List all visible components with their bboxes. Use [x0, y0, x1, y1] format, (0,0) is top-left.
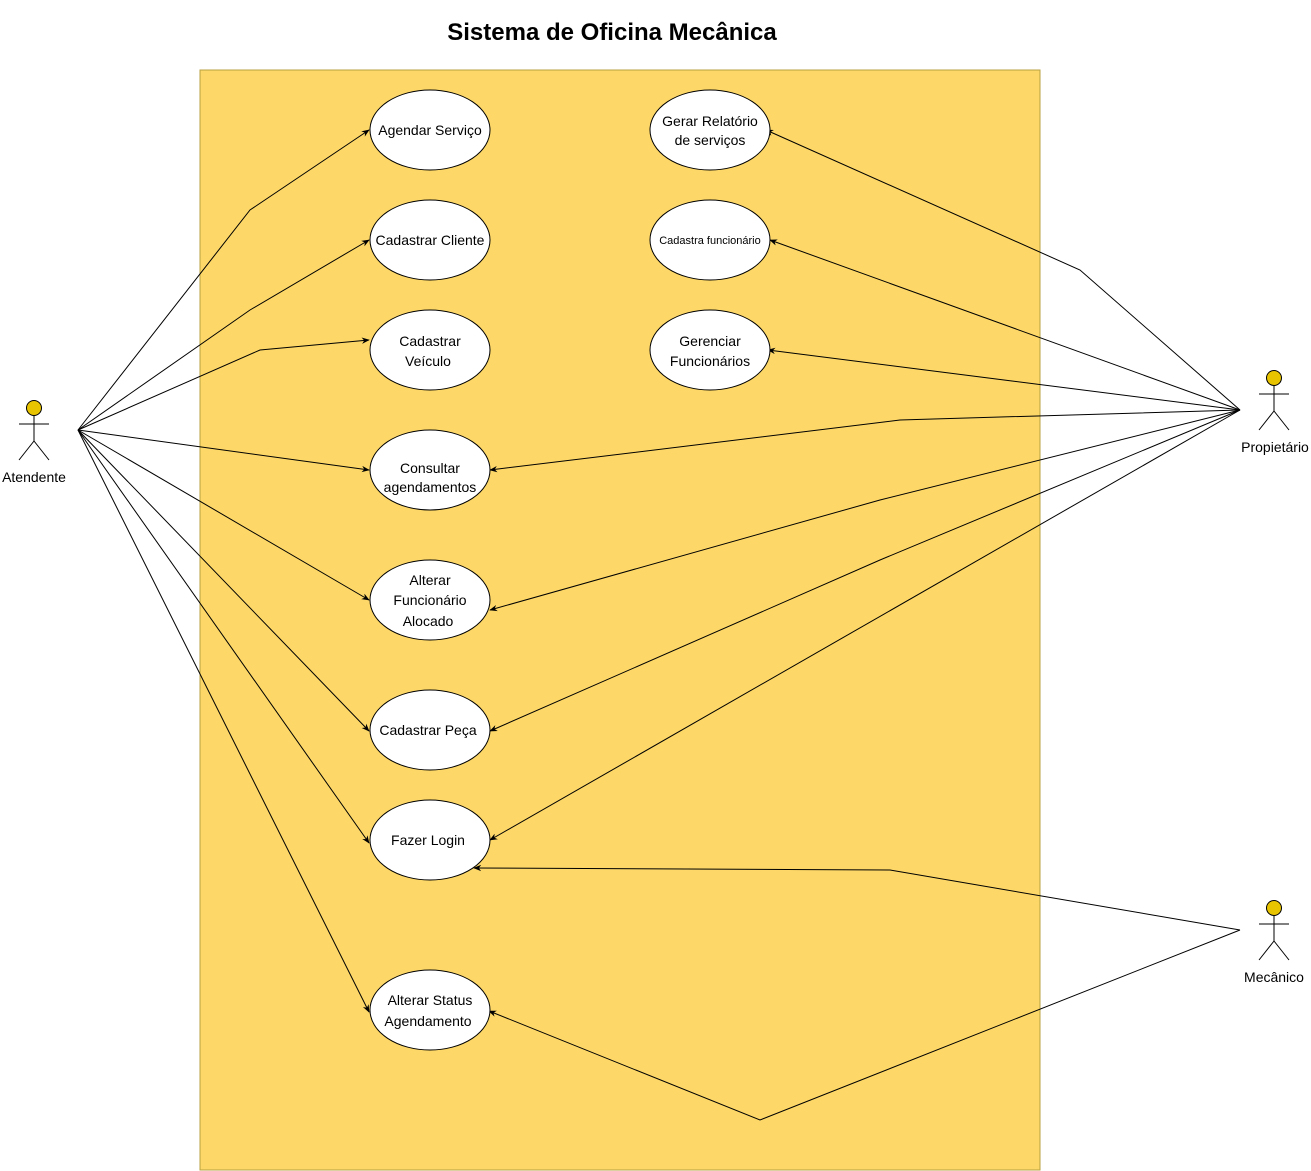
use-case-label: Agendar Serviço [378, 122, 482, 138]
edge-proprietario-cadastrar-peca [489, 409, 1241, 732]
edge-proprietario-gerar-relatorio [765, 129, 1241, 411]
actor-atendente[interactable]: Atendente [2, 400, 66, 486]
use-case-cadastra-funcionario[interactable]: Cadastra funcionário [649, 199, 771, 281]
use-case-label: Funcionário [393, 592, 466, 608]
use-case-label: Cadastrar [399, 333, 461, 349]
edge-atendente-cadastrar-veiculo [77, 337, 370, 431]
use-case-label: Gerenciar [679, 333, 741, 349]
use-case-cadastrar-peca[interactable]: Cadastrar Peça [369, 689, 491, 771]
use-case-label: Alocado [403, 613, 454, 629]
use-case-label: Funcionários [670, 353, 750, 369]
edge-atendente-agendar [77, 129, 370, 431]
actor-label: Atendente [2, 469, 66, 485]
edge-mecanico-login [473, 864, 1241, 931]
actor-head [26, 400, 42, 416]
edge-proprietario-login [489, 409, 1241, 841]
actor-label: Mecânico [1244, 969, 1304, 985]
system-boundary [199, 69, 1041, 1171]
use-case-label: Cadastrar Cliente [376, 232, 485, 248]
edge-proprietario-gerenciar [767, 347, 1241, 411]
use-case-label: Fazer Login [391, 832, 465, 848]
use-case-consultar-agendamentos[interactable]: Consultar agendamentos [369, 429, 491, 511]
edge-proprietario-alterar-funcionario [489, 409, 1241, 612]
edge-mecanico-alterar-status [488, 929, 1241, 1121]
use-case-label: Consultar [400, 460, 460, 476]
actor-mecanico[interactable]: Mecânico [1244, 900, 1304, 986]
use-case-fazer-login[interactable]: Fazer Login [369, 799, 491, 881]
actor-head [1266, 370, 1282, 386]
use-case-label: Cadastrar Peça [379, 722, 476, 738]
use-case-label: Alterar Status [388, 992, 473, 1008]
use-case-label: Gerar Relatório [662, 113, 758, 129]
use-case-cadastrar-cliente[interactable]: Cadastrar Cliente [369, 199, 491, 281]
use-case-label: agendamentos [384, 479, 477, 495]
actor-proprietario[interactable]: Propietário [1241, 370, 1309, 456]
use-case-gerenciar-funcionarios[interactable]: Gerenciar Funcionários [649, 309, 771, 391]
edge-atendente-cadastrar-peca [77, 429, 370, 732]
actor-head [1266, 900, 1282, 916]
edge-atendente-login [77, 429, 370, 844]
use-case-label: Cadastra funcionário [659, 235, 761, 247]
use-case-alterar-funcionario-alocado[interactable]: Alterar Funcionário Alocado [369, 559, 491, 641]
use-case-gerar-relatorio[interactable]: Gerar Relatório de serviços [649, 89, 771, 171]
edge-atendente-alterar-status [77, 429, 370, 1013]
use-case-label: de serviços [675, 132, 746, 148]
use-case-alterar-status-agendamento[interactable]: Alterar Status Agendamento [369, 969, 491, 1051]
use-case-label: Veículo [405, 353, 451, 369]
diagram-title: Sistema de Oficina Mecânica [447, 19, 777, 46]
use-case-agendar-servico[interactable]: Agendar Serviço [369, 89, 491, 171]
associations [77, 129, 1241, 1121]
edge-atendente-cadastrar-cliente [77, 239, 370, 431]
edge-proprietario-consultar [489, 409, 1241, 473]
use-case-label: Agendamento [384, 1013, 471, 1029]
edge-proprietario-cadastra-funcionario [769, 239, 1241, 411]
edge-atendente-consultar [77, 429, 370, 473]
edge-atendente-alterar-funcionario [77, 429, 370, 601]
use-case-label: Alterar [409, 572, 451, 588]
actor-label: Propietário [1241, 439, 1309, 455]
use-case-cadastrar-veiculo[interactable]: Cadastrar Veículo [369, 309, 491, 391]
